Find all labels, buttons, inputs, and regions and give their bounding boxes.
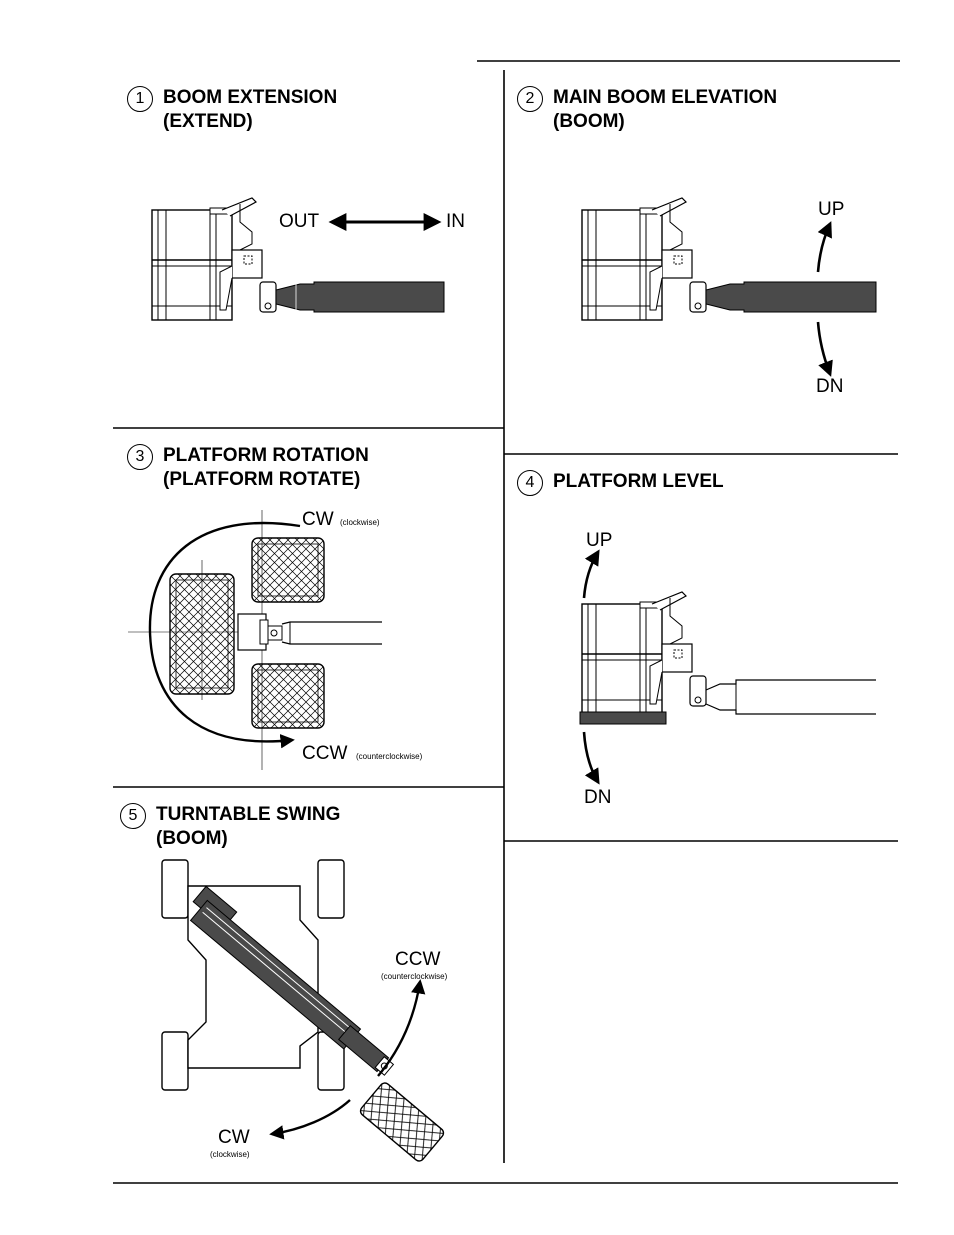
step-number-1: 1 <box>127 86 153 112</box>
step-number-5: 5 <box>120 803 146 829</box>
up-label: UP <box>818 200 844 220</box>
platform-level-illustration <box>580 552 876 782</box>
main-boom-elevation-title: MAIN BOOM ELEVATION <box>553 86 777 109</box>
turntable-swing-illustration <box>162 860 445 1163</box>
out-label: OUT <box>279 212 319 232</box>
step-number-2: 2 <box>517 86 543 112</box>
ccw-label: CCW <box>395 950 440 970</box>
ccw-note: (counterclockwise) <box>381 972 447 981</box>
platform-rotation-title: PLATFORM ROTATION <box>163 444 369 467</box>
up-label: UP <box>586 531 612 551</box>
platform-rotation-illustration <box>128 510 382 770</box>
dn-label: DN <box>816 377 843 397</box>
step-number-4: 4 <box>517 470 543 496</box>
cw-label: CW <box>218 1128 250 1148</box>
main-boom-elevation-subtitle: (BOOM) <box>553 110 625 133</box>
boom-extension-subtitle: (EXTEND) <box>163 110 253 133</box>
boom-extension-title: BOOM EXTENSION <box>163 86 337 109</box>
ccw-label: CCW <box>302 744 347 764</box>
in-label: IN <box>446 212 465 232</box>
platform-level-title: PLATFORM LEVEL <box>553 470 724 493</box>
platform-rotation-subtitle: (PLATFORM ROTATE) <box>163 468 360 491</box>
main-boom-elevation-illustration <box>582 198 876 374</box>
cw-label: CW <box>302 510 334 530</box>
turntable-swing-subtitle: (BOOM) <box>156 827 228 850</box>
cw-note: (clockwise) <box>340 518 380 527</box>
step-number-3: 3 <box>127 444 153 470</box>
cw-note: (clockwise) <box>210 1150 250 1159</box>
dn-label: DN <box>584 788 611 808</box>
turntable-swing-title: TURNTABLE SWING <box>156 803 340 826</box>
ccw-note: (counterclockwise) <box>356 752 422 761</box>
